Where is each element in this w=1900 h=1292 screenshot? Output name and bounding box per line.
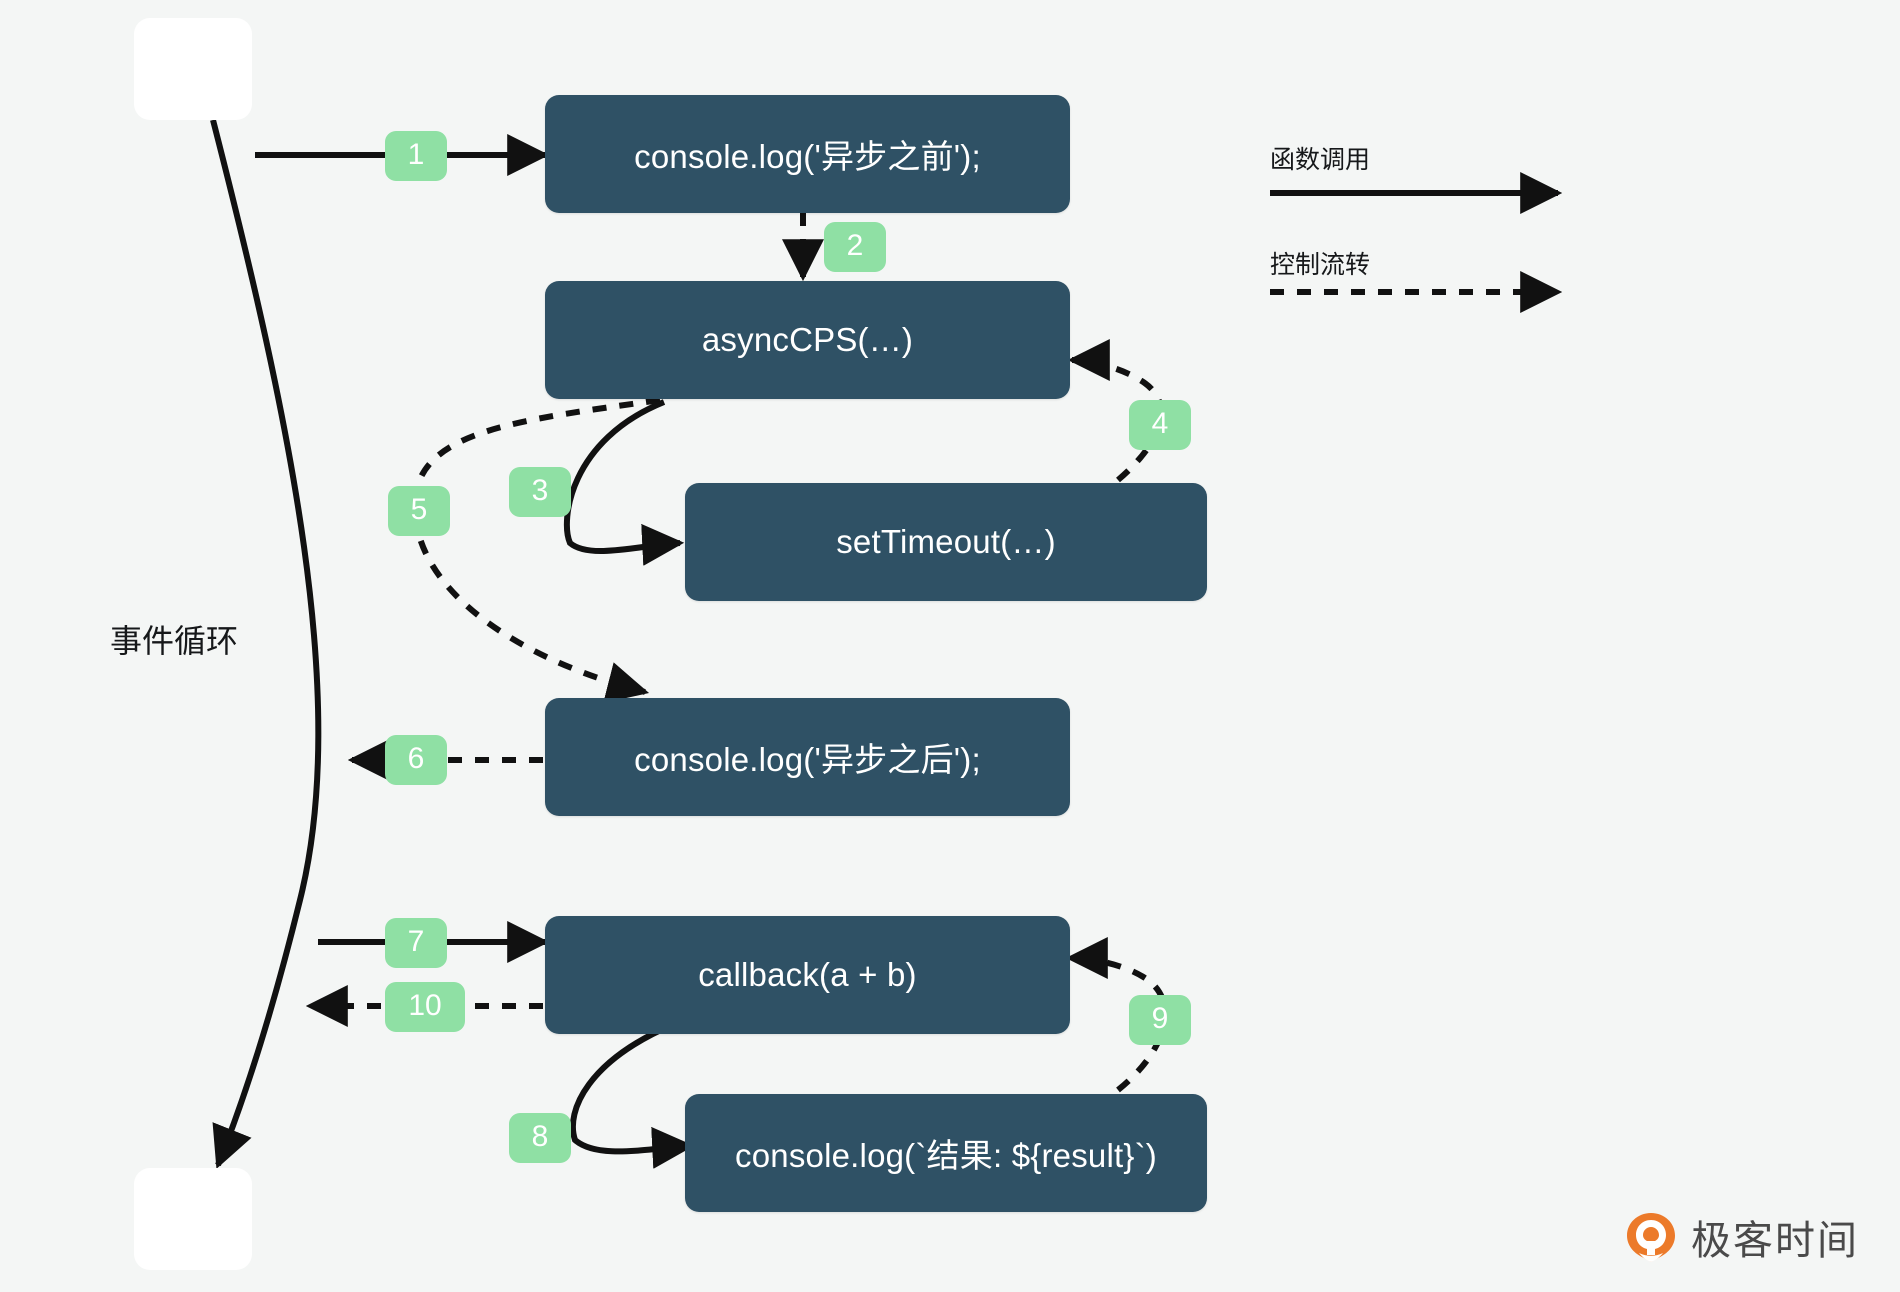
- edge-step-8: [569, 1022, 695, 1169]
- node-log-before[interactable]: console.log('异步之前');: [545, 95, 1070, 213]
- brand-name: 极客时间: [1691, 1219, 1859, 1263]
- event-loop-label: 事件循环: [110, 623, 239, 659]
- node-log-before-label: console.log('异步之前');: [634, 138, 981, 175]
- step-badge-4: 4: [1129, 400, 1191, 450]
- node-async-cps-label: asyncCPS(…): [701, 321, 914, 358]
- step-badge-8: 8: [509, 1113, 571, 1163]
- node-log-result[interactable]: console.log(`结果: ${result}`): [685, 1094, 1207, 1212]
- step-badge-1: 1: [385, 131, 447, 181]
- edge-event-loop: [210, 119, 322, 1169]
- step-badge-7: 7: [385, 918, 447, 968]
- node-callback[interactable]: callback(a + b): [545, 916, 1070, 1034]
- step-badge-6: 6: [385, 735, 447, 785]
- node-log-after-label: console.log('异步之后');: [634, 741, 981, 778]
- node-log-result-label: console.log(`结果: ${result}`): [735, 1137, 1157, 1174]
- geektime-logo-icon: [1625, 1211, 1677, 1263]
- legend-label-function-call: 函数调用: [1270, 146, 1371, 174]
- node-set-timeout[interactable]: setTimeout(…): [685, 483, 1207, 601]
- brand-logo: 极客时间: [1625, 1208, 1859, 1266]
- step-badge-3: 3: [509, 467, 571, 517]
- node-set-timeout-label: setTimeout(…): [836, 523, 1056, 560]
- step-badge-9: 9: [1129, 995, 1191, 1045]
- edge-step-9: [1065, 937, 1169, 1093]
- step-badge-5: 5: [388, 486, 450, 536]
- legend-label-control-flow: 控制流转: [1270, 251, 1371, 279]
- node-callback-label: callback(a + b): [698, 956, 917, 993]
- step-badge-2: 2: [824, 222, 886, 272]
- event-loop-end-terminal: [134, 1168, 252, 1270]
- step-badge-10: 10: [385, 982, 465, 1032]
- node-async-cps[interactable]: asyncCPS(…): [545, 281, 1070, 399]
- event-loop-start-terminal: [134, 18, 252, 120]
- edge-step-4: [1067, 339, 1164, 483]
- node-log-after[interactable]: console.log('异步之后');: [545, 698, 1070, 816]
- edge-step-5: [411, 397, 661, 703]
- edge-step-3: [563, 399, 685, 566]
